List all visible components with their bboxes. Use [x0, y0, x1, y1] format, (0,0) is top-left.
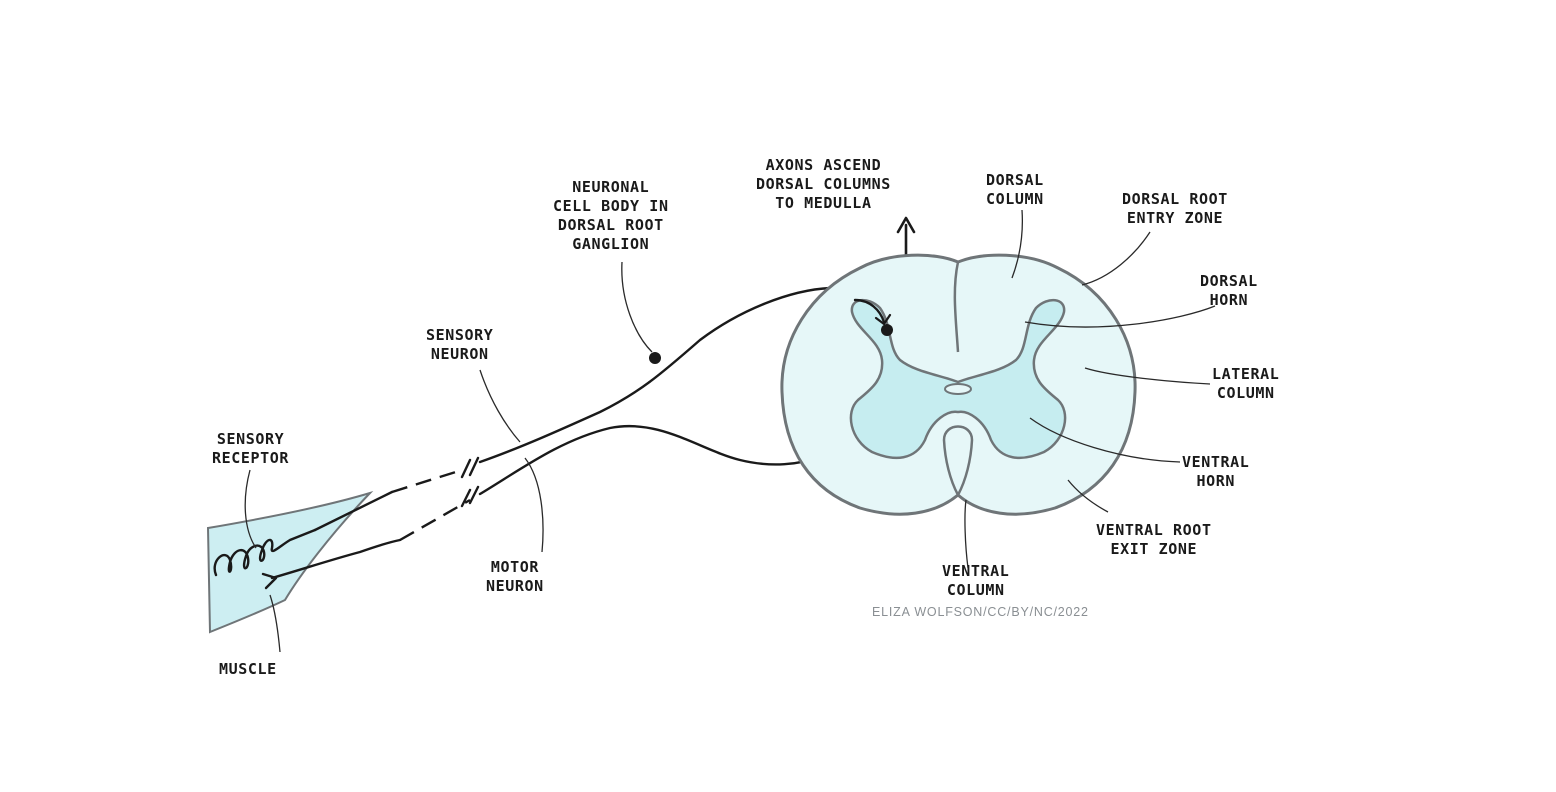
label-line: COLUMN: [986, 190, 1044, 208]
label-line: DORSAL ROOT: [557, 216, 664, 234]
sensory-neuron-dashed: [391, 468, 463, 494]
label-neuronal-cell-body: NEURONAL CELL BODY IN DORSAL ROOT GANGLI…: [553, 178, 669, 254]
label-line: CELL BODY IN: [553, 197, 669, 215]
leader-lines: [244, 209, 1216, 653]
credit-text: ELIZA WOLFSON/CC/BY/NC/2022: [872, 605, 1089, 619]
label-line: AXONS ASCEND: [765, 156, 882, 174]
label-line: HORN: [1196, 472, 1235, 490]
dorsal-median-sulcus: [953, 261, 960, 353]
break-marks: [460, 456, 480, 508]
sensory-receptor-coil: [213, 528, 317, 577]
label-line: MUSCLE: [219, 660, 277, 678]
label-line: COLUMN: [1216, 384, 1275, 402]
label-line: DORSAL: [1200, 272, 1258, 290]
label-dorsal-root-entry-zone: DORSAL ROOT ENTRY ZONE: [1122, 190, 1228, 228]
label-line: MOTOR: [490, 558, 539, 576]
label-ventral-column: VENTRAL COLUMN: [942, 562, 1009, 600]
label-line: GANGLION: [572, 235, 650, 253]
label-motor-neuron: MOTOR NEURON: [486, 558, 544, 596]
motor-arrowhead: [261, 572, 278, 590]
sensory-entry-curve: [853, 298, 886, 324]
label-sensory-neuron: SENSORY NEURON: [426, 326, 493, 364]
label-line: NEURON: [430, 345, 489, 363]
label-line: ENTRY ZONE: [1126, 209, 1224, 227]
spinal-cord-gray-matter: [849, 299, 1067, 460]
label-line: VENTRAL: [942, 562, 1010, 580]
ascending-arrowhead: [896, 216, 916, 234]
label-line: EXIT ZONE: [1110, 540, 1198, 558]
label-sensory-receptor: SENSORY RECEPTOR: [212, 430, 289, 468]
motor-neuron-cell-body: [881, 324, 893, 336]
label-line: VENTRAL: [1182, 453, 1250, 471]
label-lateral-column: LATERAL COLUMN: [1212, 365, 1279, 403]
motor-neuron-axon: [270, 538, 402, 580]
label-line: DORSAL ROOT: [1122, 190, 1228, 208]
label-line: HORN: [1209, 291, 1249, 309]
sensory-neuron-axon: [313, 490, 394, 532]
label-line: SENSORY: [426, 326, 494, 344]
ventral-median-fissure: [942, 425, 974, 496]
sensory-entry-arrowhead: [874, 313, 892, 326]
central-canal: [944, 383, 972, 395]
label-line: SENSORY: [216, 430, 285, 448]
label-line: NEURON: [486, 577, 544, 595]
muscle-shape: [206, 490, 374, 634]
motor-neuron-dashed: [399, 498, 471, 542]
dorsal-root-ganglion-cell-body: [649, 352, 661, 364]
label-ventral-horn: VENTRAL HORN: [1182, 453, 1249, 491]
label-ventral-root-exit-zone: VENTRAL ROOT EXIT ZONE: [1096, 521, 1212, 559]
label-line: DORSAL COLUMNS: [756, 175, 891, 193]
label-axons-ascend: AXONS ASCEND DORSAL COLUMNS TO MEDULLA: [756, 156, 891, 213]
label-dorsal-column: DORSAL COLUMN: [986, 171, 1044, 209]
label-line: TO MEDULLA: [775, 194, 872, 212]
label-line: NEURONAL: [572, 178, 650, 196]
label-dorsal-horn: DORSAL HORN: [1200, 272, 1258, 310]
label-line: LATERAL: [1212, 365, 1280, 383]
label-line: VENTRAL ROOT: [1096, 521, 1212, 539]
label-line: DORSAL: [986, 171, 1044, 189]
label-line: COLUMN: [946, 581, 1005, 599]
label-line: RECEPTOR: [212, 449, 290, 467]
label-muscle: MUSCLE: [219, 660, 277, 679]
